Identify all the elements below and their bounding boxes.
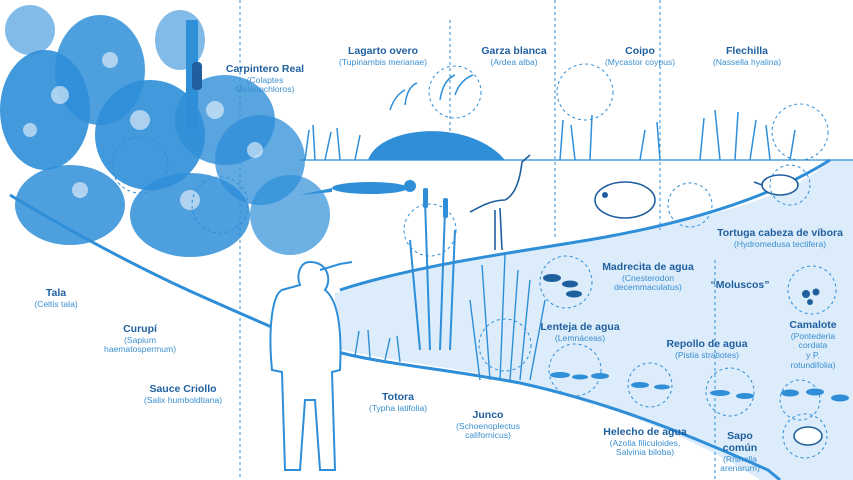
lagarto-name: Lagarto overo xyxy=(347,45,419,57)
label-coipo: Coipo (Mycastor coypus) xyxy=(604,45,676,67)
sapo-sci: (Rhinella arenarum) xyxy=(720,453,760,474)
flechilla-plumes xyxy=(389,74,474,111)
camalote-sci: (Pontederia cordata y P. rotundifolia) xyxy=(790,330,836,370)
tree-canopy xyxy=(0,5,330,257)
label-flechilla: Flechilla (Nassella hyalina) xyxy=(712,45,782,67)
flechilla-name: Flechilla xyxy=(725,45,768,57)
fish-icon xyxy=(543,274,582,298)
label-moluscos: “Moluscos” xyxy=(710,279,770,292)
coypu-icon xyxy=(594,181,656,219)
water-edge-line xyxy=(339,158,831,292)
lagarto-sci: (Tupinambis merianae) xyxy=(338,56,428,67)
label-lenteja: Lenteja de agua (Lemnáceas) xyxy=(540,321,620,343)
label-tala: Tala (Celtis tala) xyxy=(34,287,78,309)
madrecita-sci: (Cnesterodon decemmaculatus) xyxy=(614,272,682,293)
junco-reeds xyxy=(469,254,546,381)
label-sapo: Sapo común (Rhinella arenarum) xyxy=(720,430,760,474)
junco-name: Junco xyxy=(472,409,504,421)
camalote-name: Camalote xyxy=(789,319,837,331)
totora-sci: (Typha latifolia) xyxy=(368,402,428,413)
mound xyxy=(368,131,505,160)
label-garza-blanca: Garza blanca (Ardea alba) xyxy=(481,45,547,67)
lenteja-sci: (Lemnáceas) xyxy=(554,332,606,343)
label-repollo: Repollo de agua (Pistia stratiotes) xyxy=(666,338,748,360)
tortuga-name: Tortuga cabeza de víbora xyxy=(717,227,843,239)
garza-sci: (Ardea alba) xyxy=(490,56,538,67)
carpintero-sci: (Colaptes Melanochloros) xyxy=(235,74,295,95)
water-area xyxy=(335,160,853,480)
woodpecker-icon xyxy=(192,62,202,90)
madrecita-name: Madrecita de agua xyxy=(602,261,694,273)
coipo-sci: (Mycastor coypus) xyxy=(604,56,676,67)
label-junco: Junco (Schoenoplectus californicus) xyxy=(455,409,521,441)
flechilla-sci: (Nassella hyalina) xyxy=(712,56,782,67)
label-camalote: Camalote (Pontederia cordata y P. rotund… xyxy=(789,319,837,370)
hiker-silhouette xyxy=(269,260,353,471)
lizard-icon xyxy=(300,180,416,195)
repollo-sci: (Pistia stratiotes) xyxy=(675,349,739,360)
sauce-sci: (Salix humboldtiana) xyxy=(143,394,223,405)
label-helecho: Helecho de agua (Azolla filiculoides, Sa… xyxy=(603,426,687,458)
sapo-name: Sapo común xyxy=(722,430,758,454)
helecho-sci: (Azolla filiculoides, Salvinia biloba) xyxy=(609,437,681,458)
tortuga-sci: (Hydromedusa tectifera) xyxy=(733,238,827,249)
curupi-name: Curupí xyxy=(123,323,157,335)
label-totora: Totora (Typha latifolia) xyxy=(368,391,428,413)
guide-lines xyxy=(111,0,837,480)
heron-icon xyxy=(469,154,531,251)
carpintero-name: Carpintero Real xyxy=(225,63,305,75)
label-carpintero-real: Carpintero Real (Colaptes Melanochloros) xyxy=(225,63,305,95)
lenteja-name: Lenteja de agua xyxy=(540,321,620,333)
repollo-name: Repollo de agua xyxy=(666,338,748,350)
label-curupi: Curupí (Sapium haematospermum) xyxy=(103,323,177,355)
label-tortuga: Tortuga cabeza de víbora (Hydromedusa te… xyxy=(717,227,843,249)
frog-icon xyxy=(793,426,823,446)
helecho-name: Helecho de agua xyxy=(603,426,687,438)
totora-name: Totora xyxy=(382,391,414,403)
tala-name: Tala xyxy=(45,287,67,299)
moluscos-name: “Moluscos” xyxy=(710,279,770,291)
label-lagarto-overo: Lagarto overo (Tupinambis merianae) xyxy=(338,45,428,67)
sauce-name: Sauce Criollo xyxy=(149,383,217,395)
marsh-bank xyxy=(300,160,830,300)
tala-sci: (Celtis tala) xyxy=(34,298,78,309)
garza-name: Garza blanca xyxy=(481,45,547,57)
coipo-name: Coipo xyxy=(625,45,655,57)
curupi-sci: (Sapium haematospermum) xyxy=(103,334,177,355)
label-madrecita: Madrecita de agua (Cnesterodon decemmacu… xyxy=(602,261,694,293)
marsh-grass xyxy=(304,109,796,161)
snail-icon xyxy=(802,288,820,305)
junco-sci: (Schoenoplectus californicus) xyxy=(455,420,521,441)
totora-reeds xyxy=(409,199,456,351)
label-sauce-criollo: Sauce Criollo (Salix humboldtiana) xyxy=(143,383,223,405)
